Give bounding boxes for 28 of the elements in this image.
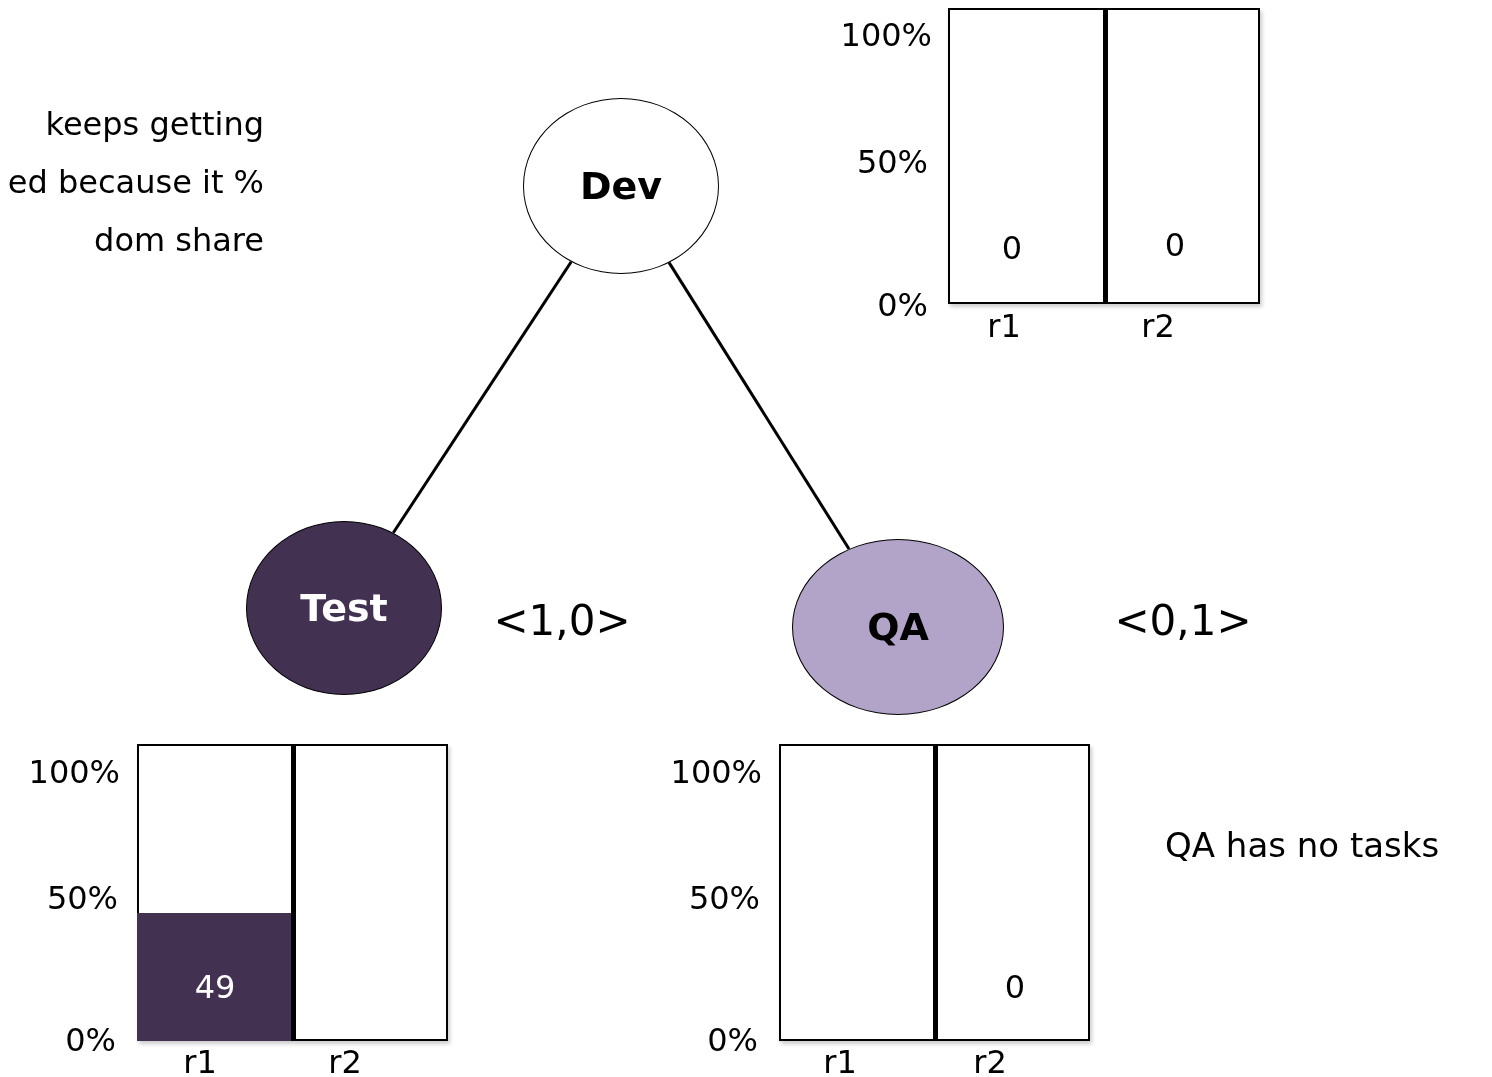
connector-line <box>667 261 851 550</box>
tuple-label: <0,1> <box>1114 595 1252 645</box>
category-label: r1 <box>823 1043 857 1077</box>
axis-label: 50% <box>46 879 118 917</box>
category-label: r2 <box>328 1043 362 1077</box>
category-label: r2 <box>1141 307 1175 345</box>
node-label: Dev <box>579 164 663 208</box>
note-text: QA has no tasks <box>1165 825 1440 865</box>
category-label: r1 <box>183 1043 217 1077</box>
axis-label: 100% <box>670 753 762 791</box>
axis-label: 50% <box>688 879 760 917</box>
connector-line <box>392 260 573 534</box>
axis-label: 100% <box>28 753 120 791</box>
value-label: 0 <box>1164 226 1186 264</box>
tuple-label: <1,0> <box>493 595 631 645</box>
category-label: r1 <box>987 307 1021 345</box>
node-label: Test <box>300 586 388 630</box>
category-label: r2 <box>973 1043 1007 1077</box>
node-label: QA <box>867 605 929 649</box>
axis-label: 0% <box>707 1021 758 1059</box>
value-label: 49 <box>194 968 236 1006</box>
value-label: 0 <box>1004 968 1026 1006</box>
axis-label: 50% <box>856 143 928 181</box>
axis-label: 100% <box>840 16 932 54</box>
axis-label: 0% <box>877 286 928 324</box>
note-text: keeps getting ed because it % dom share <box>6 104 264 261</box>
value-label: 0 <box>1001 229 1023 267</box>
axis-label: 0% <box>65 1021 116 1059</box>
